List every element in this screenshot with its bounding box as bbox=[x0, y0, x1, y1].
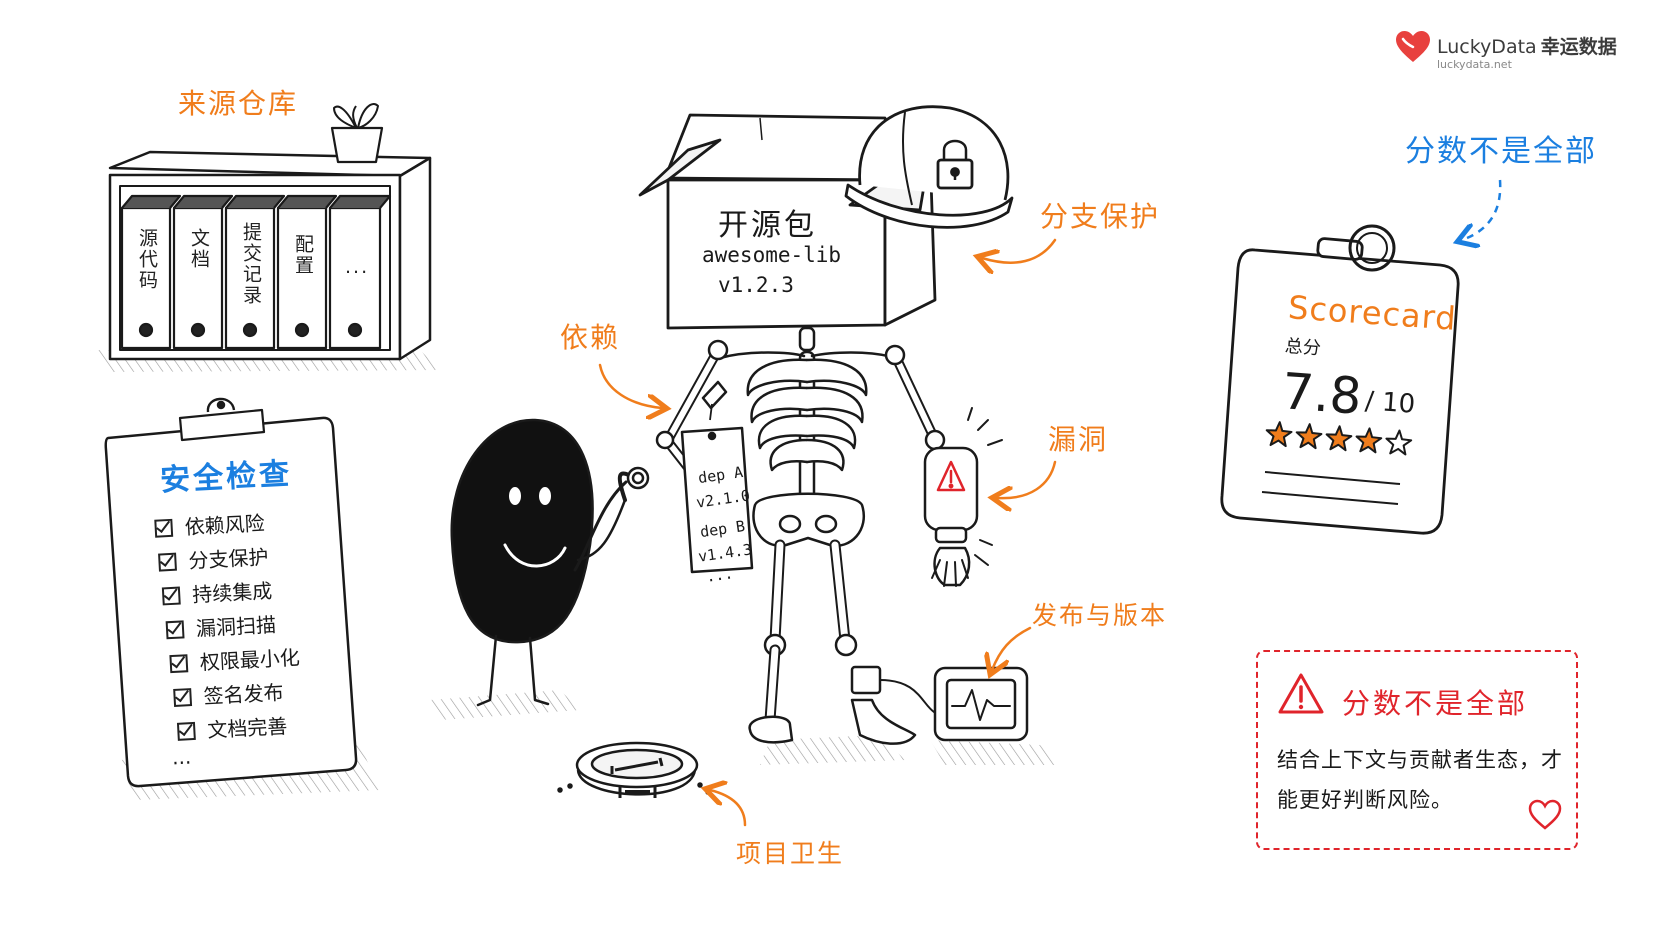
notice-title: 分数不是全部 bbox=[1342, 687, 1529, 720]
dog-bowl bbox=[557, 741, 711, 798]
skeleton bbox=[655, 326, 1060, 765]
scorecard-stars bbox=[1265, 421, 1413, 456]
checkbox-checked-icon bbox=[161, 586, 181, 606]
star-filled-icon bbox=[1265, 421, 1293, 448]
binder-label: 提交记录 bbox=[240, 222, 262, 306]
checkbox-checked-icon bbox=[173, 688, 193, 707]
checkbox-checked-icon bbox=[165, 620, 185, 640]
star-filled-icon bbox=[1295, 423, 1323, 450]
checkbox-checked-icon bbox=[154, 518, 174, 538]
notice-box bbox=[1256, 650, 1578, 850]
checkbox-checked-icon bbox=[169, 654, 189, 674]
checklist: 依赖风险 分支保护 持续集成 漏洞扫描 权限最小化 签名发布 文档完善 bbox=[154, 505, 304, 750]
label-release: 发布与版本 bbox=[1032, 601, 1168, 630]
heart-icon bbox=[1528, 799, 1562, 830]
dep-more: ... bbox=[704, 564, 735, 586]
label-branch-protection: 分支保护 bbox=[1040, 200, 1161, 233]
package-title: 开源包 bbox=[718, 208, 817, 243]
binder-label: ... bbox=[345, 256, 370, 278]
heart-logo-icon bbox=[1396, 31, 1430, 62]
checkbox-checked-icon bbox=[176, 721, 196, 741]
bookshelf bbox=[90, 103, 440, 372]
scorecard-total-label: 总分 bbox=[1284, 335, 1322, 360]
annotation-arrows bbox=[598, 238, 1057, 827]
warning-icon bbox=[1278, 673, 1324, 714]
scorecard-card bbox=[1220, 224, 1460, 535]
label-dependencies: 依赖 bbox=[560, 321, 621, 354]
binder-label: 配置 bbox=[292, 234, 314, 276]
notice-body: 结合上下文与贡献者生态，才能更好判断风险。 bbox=[1277, 748, 1563, 812]
label-repo: 来源仓库 bbox=[178, 87, 299, 120]
checklist-more: ... bbox=[171, 744, 192, 770]
package-name: awesome-lib bbox=[702, 243, 842, 267]
checkbox-checked-icon bbox=[158, 552, 177, 572]
label-vulnerabilities: 漏洞 bbox=[1048, 423, 1109, 456]
label-hygiene: 项目卫生 bbox=[736, 839, 845, 868]
brand-url: luckydata.net bbox=[1437, 58, 1512, 71]
package-box bbox=[638, 105, 1014, 330]
scorecard-score: 7.8 bbox=[1280, 362, 1364, 426]
bean-character bbox=[430, 418, 650, 720]
checklist-title: 安全检查 bbox=[159, 456, 294, 499]
star-empty-icon bbox=[1385, 429, 1413, 456]
label-score-not-all: 分数不是全部 bbox=[1405, 134, 1597, 169]
dep-tag bbox=[680, 403, 754, 574]
checklist-item: 文档完善 bbox=[165, 708, 305, 749]
scorecard-max: / 10 bbox=[1364, 386, 1417, 420]
star-filled-icon bbox=[1355, 427, 1383, 454]
clipboard bbox=[104, 397, 380, 800]
package-version: v1.2.3 bbox=[718, 273, 794, 297]
binder-label: 文档 bbox=[188, 228, 210, 270]
star-filled-icon bbox=[1325, 425, 1353, 452]
binder-label: 源代码 bbox=[136, 228, 158, 291]
